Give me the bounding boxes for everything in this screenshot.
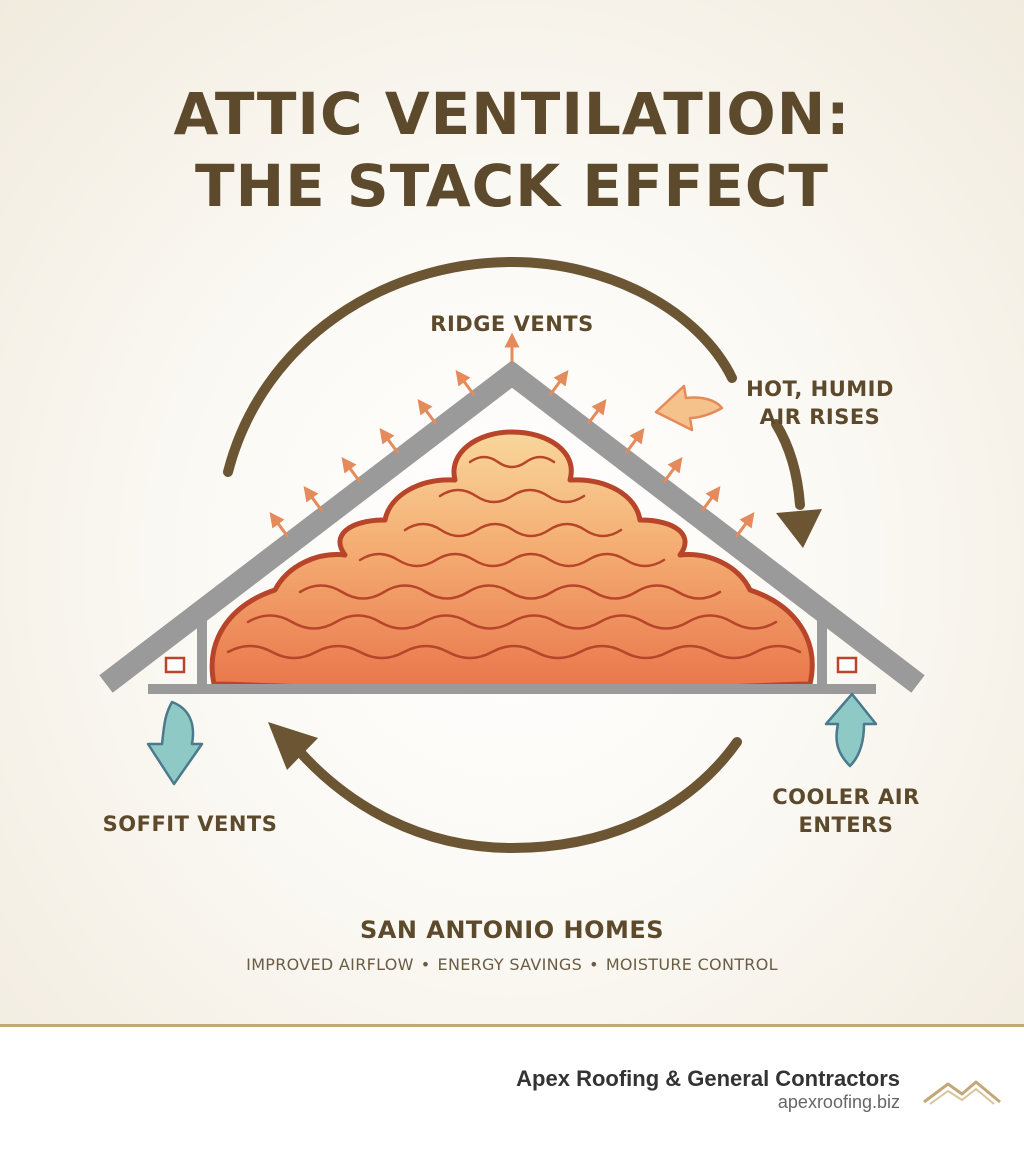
- location-heading: SAN ANTONIO HOMES: [359, 916, 665, 944]
- soffit-vents-label: SOFFIT VENTS: [103, 812, 278, 836]
- ridge-vents-label: RIDGE VENTS: [430, 312, 593, 336]
- footer-divider: [0, 1024, 1024, 1027]
- website-link[interactable]: apexroofing.biz: [777, 1092, 900, 1112]
- company-name: Apex Roofing & General Contractors: [516, 1066, 900, 1091]
- cool-air-label-line-1: COOLER AIR: [772, 785, 920, 809]
- title-line-2: THE STACK EFFECT: [195, 152, 829, 220]
- stack-effect-diagram: RIDGE VENTS HOT, HUMID AIR RISES SOFFIT …: [99, 256, 925, 854]
- benefit-item: ENERGY SAVINGS: [437, 955, 583, 974]
- benefits-line: IMPROVED AIRFLOW • ENERGY SAVINGS • MOISTURE…: [0, 955, 1024, 974]
- benefit-separator: •: [420, 955, 431, 974]
- benefit-separator: •: [589, 955, 599, 974]
- hot-air-label-line-1: HOT, HUMID: [746, 377, 894, 401]
- cool-air-arrow-icon: [824, 692, 878, 768]
- roof-frame: [99, 360, 925, 694]
- cool-air-arrow-icon: [146, 700, 204, 786]
- attic-insulation: [209, 429, 815, 693]
- benefit-item: IMPROVED AIRFLOW: [246, 955, 414, 974]
- cool-air-label-line-2: ENTERS: [799, 813, 894, 837]
- footer: [0, 1027, 1024, 1154]
- benefit-item: MOISTURE CONTROL: [605, 955, 778, 974]
- circulation-arrow-icon: [223, 256, 822, 854]
- page-title: ATTIC VENTILATION: THE STACK EFFECT: [0, 78, 1024, 222]
- heat-vent-arrow-icon: [269, 332, 755, 538]
- hot-air-arrow-icon: [654, 384, 724, 432]
- hot-air-label-line-2: AIR RISES: [760, 405, 881, 429]
- mountain-logo-icon: [923, 1080, 1001, 1105]
- title-line-1: ATTIC VENTILATION:: [173, 80, 851, 148]
